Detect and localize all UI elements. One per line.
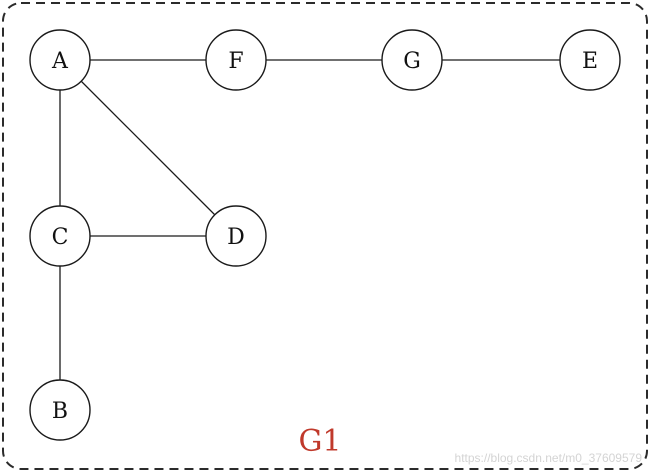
node-d: D: [205, 205, 267, 267]
node-g: G: [381, 29, 443, 91]
node-label: C: [52, 225, 69, 250]
node-label: E: [582, 49, 598, 74]
node-label: B: [52, 399, 68, 424]
node-c: C: [29, 205, 91, 267]
node-circle: [29, 205, 91, 267]
node-circle: [559, 29, 621, 91]
node-circle: [381, 29, 443, 91]
node-e: E: [559, 29, 621, 91]
node-circle: [205, 205, 267, 267]
node-label: D: [227, 225, 245, 250]
node-circle: [29, 29, 91, 91]
node-circle: [29, 379, 91, 441]
edge-a-d: [59, 59, 237, 237]
node-label: G: [403, 49, 421, 74]
watermark-text: https://blog.csdn.net/m0_37609579: [455, 451, 643, 465]
node-label: A: [51, 49, 69, 74]
edges-layer: [59, 59, 590, 410]
node-b: B: [29, 379, 91, 441]
graph-title: G1: [298, 424, 341, 459]
node-a: A: [29, 29, 91, 91]
node-circle: [205, 29, 267, 91]
node-label: F: [228, 49, 243, 74]
node-f: F: [205, 29, 267, 91]
nodes-layer: A F G E C D B: [29, 29, 621, 441]
